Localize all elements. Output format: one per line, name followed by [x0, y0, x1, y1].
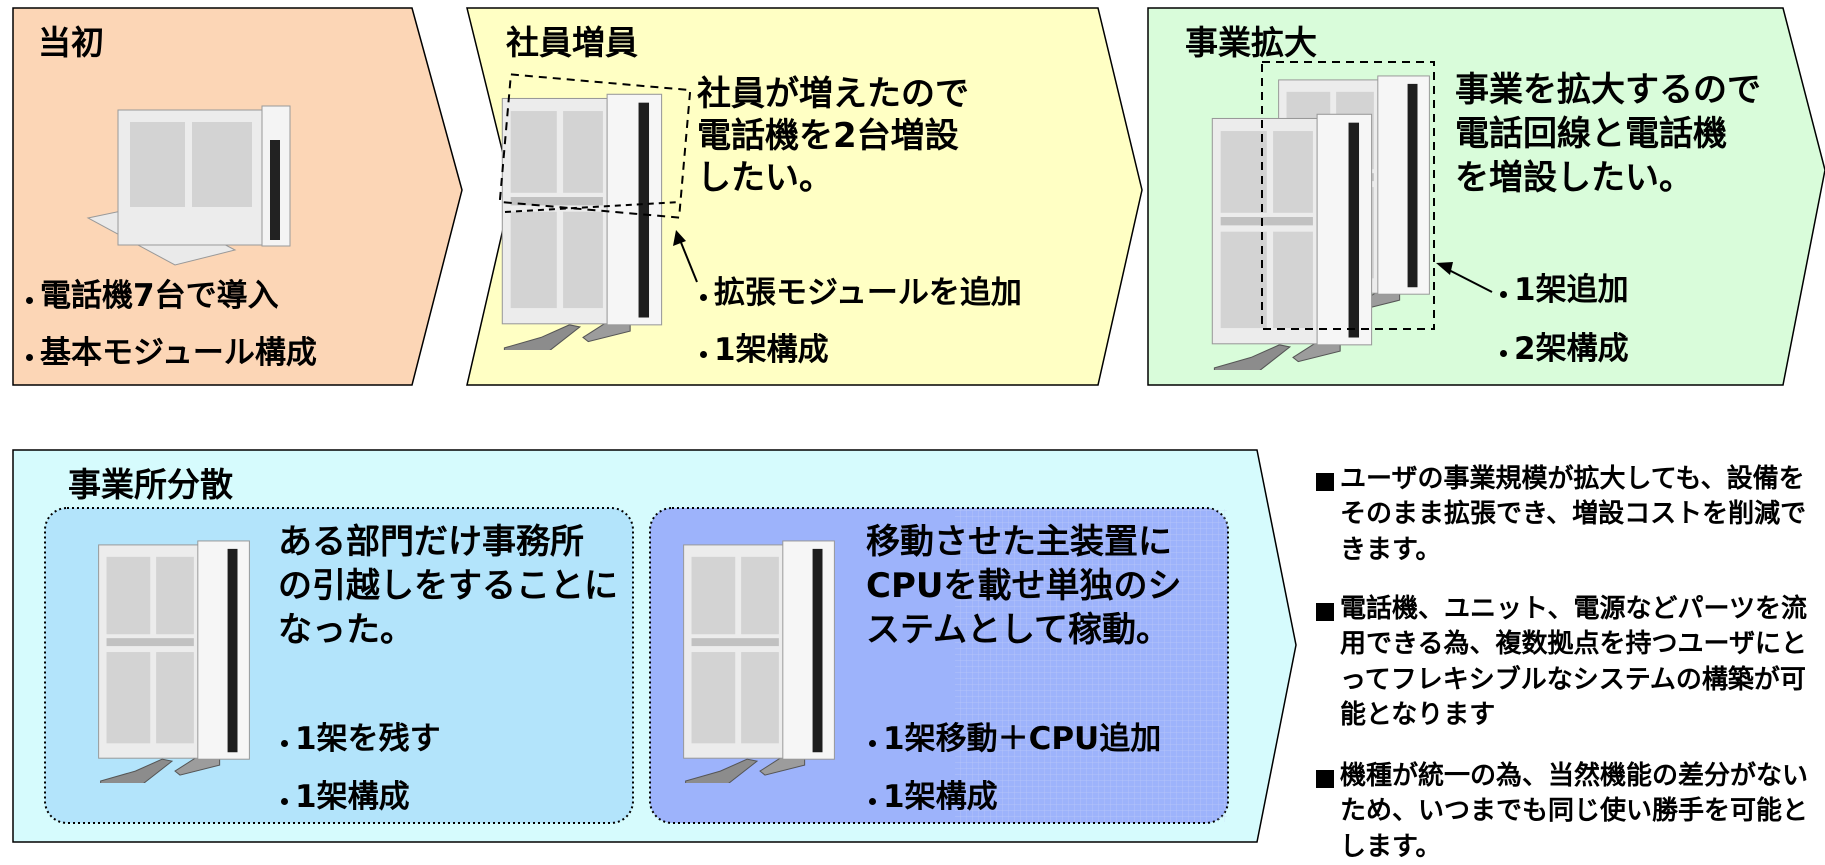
- dispersal-right-caption-line-2: CPUを載せ単独のシ: [866, 566, 1182, 606]
- dispersal-right-bullet-1: 1架移動＋CPU追加: [883, 721, 1162, 757]
- dispersal-left-bullet-1: 1架を残す: [295, 721, 441, 757]
- dispersal-left-device-icon: [98, 540, 250, 783]
- stage3-caption-line-2: 電話回線と電話機: [1455, 114, 1727, 154]
- stage1-bullet-1: 電話機7台で導入: [40, 278, 279, 314]
- dispersal-left-caption-line-1: ある部門だけ事務所: [278, 522, 584, 562]
- stage3-caption-line-1: 事業を拡大するので: [1455, 70, 1761, 110]
- dispersal-left-caption-line-3: なった。: [278, 610, 414, 650]
- dispersal-right-panel-pattern: [955, 509, 1227, 822]
- dispersal-left-bullet-2: 1架構成: [295, 779, 410, 815]
- benefit-2: 電話機、ユニット、電源などパーツを流用できる為、複数拠点を持つユーザにとってフレ…: [1340, 594, 1807, 731]
- dispersal-right-bullet-2: 1架構成: [883, 779, 998, 815]
- bullet-dot: [869, 798, 876, 805]
- stage3-bullet-2: 2架構成: [1514, 331, 1629, 367]
- stage2-pointer-arrow-icon: [673, 230, 698, 283]
- stage2-title: 社員増員: [506, 23, 638, 62]
- stage1-device-icon: [86, 105, 291, 266]
- stage2-device-icon: [501, 93, 663, 350]
- dispersal-right-device-icon: [683, 540, 835, 783]
- stage2-caption-line-2: 電話機を2台増設: [697, 116, 959, 156]
- bullet-dot: [869, 740, 876, 747]
- stage2-bullet-2: 1架構成: [714, 332, 829, 368]
- stage2-caption-line-3: したい。: [697, 158, 833, 198]
- benefit-3: 機種が統一の為、当然機能の差分がないため、いつまでも同じ使い勝手を可能とします。: [1340, 761, 1809, 862]
- stage1-bullet-2: 基本モジュール構成: [40, 335, 317, 371]
- dispersal-right-caption-line-1: 移動させた主装置に: [866, 522, 1172, 562]
- benefit-square-bullet-2: [1316, 603, 1334, 621]
- bullet-dot: [1500, 291, 1507, 298]
- stage3-pointer-arrow-icon: [1436, 262, 1493, 293]
- bullet-dot: [26, 297, 33, 304]
- bullet-dot: [281, 798, 288, 805]
- bullet-dot: [26, 354, 33, 361]
- stage2-bullet-1: 拡張モジュールを追加: [714, 275, 1022, 311]
- benefit-square-bullet-3: [1316, 770, 1334, 788]
- bullet-dot: [1500, 350, 1507, 357]
- bullet-dot: [700, 351, 707, 358]
- stage2-caption-line-1: 社員が増えたので: [697, 74, 969, 114]
- dispersal-title: 事業所分散: [68, 465, 233, 504]
- stage3-title: 事業拡大: [1185, 23, 1317, 62]
- stage3-added-frame: [1261, 61, 1435, 330]
- bullet-dot: [700, 294, 707, 301]
- stage2-expansion-frame: [498, 73, 692, 219]
- benefit-square-bullet-1: [1316, 473, 1334, 491]
- dispersal-right-caption-line-3: ステムとして稼動。: [866, 610, 1170, 650]
- stage3-bullet-1: 1架追加: [1514, 272, 1629, 308]
- benefit-1: ユーザの事業規模が拡大しても、設備をそのまま拡張でき、増設コストを削減できます。: [1340, 464, 1807, 565]
- dispersal-left-caption-line-2: の引越しをすることに: [278, 566, 618, 606]
- stage3-device-front-icon: [1211, 113, 1373, 370]
- bullet-dot: [281, 740, 288, 747]
- stage3-caption-line-3: を増設したい。: [1455, 158, 1693, 198]
- stage1-title: 当初: [38, 23, 104, 62]
